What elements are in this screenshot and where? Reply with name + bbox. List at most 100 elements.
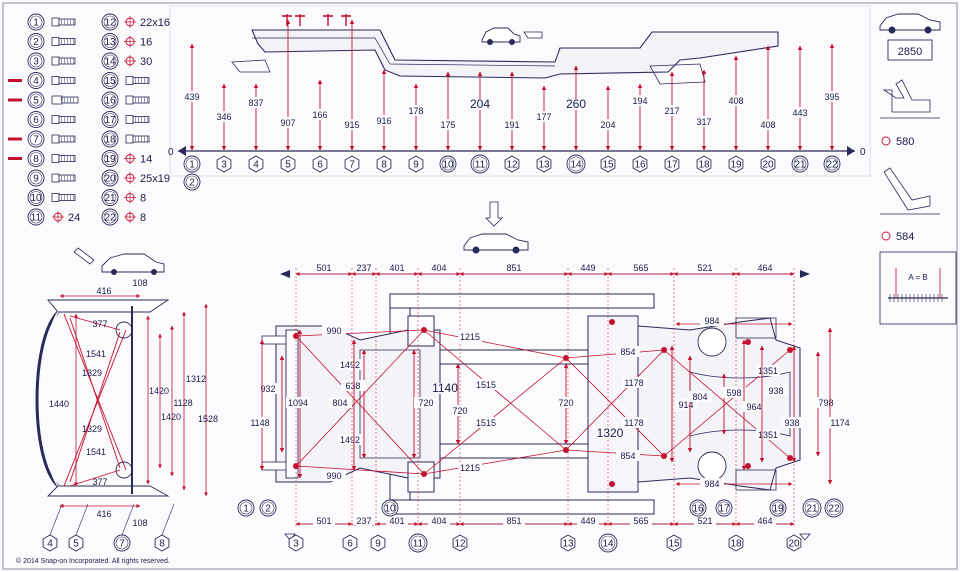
ruler-arrow-br [799,533,811,541]
front-view: 4161084161081440142011281420131215281541… [35,247,218,552]
pointing-hand-icon-3 [485,201,503,227]
bg [338,359,362,370]
side-point-15-label: 15 [602,160,614,171]
side-point-5-label: 5 [285,160,291,171]
target-marker-4 [563,355,569,361]
top-seg-value-0: 501 [316,263,331,273]
side-point-11-ring [470,154,490,174]
side-point-1-inner [185,157,199,171]
legend-symbol-6-thread [69,116,72,123]
height-value-11: 204 [470,97,490,111]
bg [353,262,375,272]
rear-wheel-top [697,327,727,357]
legend-symbol-15-thread [134,77,137,84]
top-value-v938b: 938 [784,418,799,428]
target-marker-2 [421,327,427,333]
side-point-22-label: 22 [826,160,838,171]
top-value-v804b: 804 [692,392,707,402]
legend-item-22-inner [103,210,117,224]
front-point-7-label: 7 [119,539,125,550]
legend-symbol-10-thread [72,194,75,201]
legend-item-11: 11 [27,208,45,226]
ab-ticks [889,294,943,302]
front-bottom-offset-value: 108 [132,518,147,528]
top-point-14: 14 [598,533,618,553]
legend-item-3: 3 [27,52,45,70]
front-377a-line [69,315,121,331]
height-value-13: 177 [536,112,551,122]
bottom-seg-value-2: 401 [389,516,404,526]
legend-flag-8 [8,157,22,160]
height-value-18: 317 [696,117,711,127]
top-value-d990b: 990 [326,471,341,481]
legend-item-4-label: 4 [33,76,39,87]
legend-symbol-10-thread [66,194,69,201]
top-point-18-hex [728,534,744,552]
car-front-icon [73,247,165,275]
sill-top [389,293,655,309]
side-point-17-hex [664,155,680,173]
height-value-7: 915 [344,120,359,130]
diag-1178b [565,349,665,451]
legend-code-20: 25x19 [140,173,170,185]
height-value-9: 178 [408,106,423,116]
target-marker-8 [787,347,793,353]
side-point-21-label: 21 [794,160,806,171]
legend-item-20: 20 [101,169,119,187]
legend-symbol-4-thread [60,77,63,84]
legend-symbol-15-thread [140,77,143,84]
side-point-6: 6 [312,155,328,173]
top-value-d1178a: 1178 [624,378,643,388]
bottom-seg-value-5: 449 [580,516,595,526]
legend-item-7-ring [27,130,45,148]
legend-symbol-2-thread [66,38,69,45]
top-value-v964: 964 [746,402,761,412]
legend-item-17: 17 [101,111,119,128]
legend-symbol-9-thread [69,174,72,182]
bg [828,417,852,428]
side-point-21-inner [793,157,807,171]
side-point-18: 18 [696,155,712,173]
legend-item-11-inner [29,210,43,224]
legend-item-10-label: 10 [30,193,42,204]
height-bg-8 [373,115,395,126]
height-value-10: 175 [440,120,455,130]
legend-code-21: 8 [140,193,146,205]
target-marker-9 [787,455,793,461]
legend-item-6-ring [27,111,45,128]
target-marker-0 [293,333,299,339]
side-point-17: 17 [664,155,680,173]
legend-item-13-ring [101,33,119,50]
legend-item-5-label: 5 [33,96,39,107]
legend-item-2: 2 [27,33,45,50]
bg [688,391,712,402]
front-mount-bottom [115,461,133,479]
top-value-v638: 638 [345,381,360,391]
side-point-9-hex [408,155,424,173]
legend-symbol-20 [124,172,136,184]
top-point-18-label: 18 [730,539,742,550]
legend-symbol-18 [125,134,150,144]
legend-code-14: 30 [140,56,152,68]
legend-symbol-17-thread [134,116,137,123]
diag-854a [565,349,665,359]
legend-symbol-6 [51,115,76,124]
ab-equation: A = B [908,273,927,282]
bg [458,331,482,342]
datum-zero-right: 0 [860,147,866,158]
legend-item-2-label: 2 [33,37,39,48]
height-value-15: 204 [600,120,615,130]
top-point-22-ring [824,498,844,518]
bg [630,262,652,272]
front-subframe [275,325,441,483]
side-point-3: 3 [216,155,232,173]
top-value-d1320: 1320 [597,426,624,440]
legend-symbol-1-thread [60,18,63,26]
side-point-20-hex [760,155,776,173]
front-d1329b-value: 1329 [82,424,102,434]
top-value-d1492a: 1492 [340,360,360,370]
legend-item-18-ring [101,130,119,148]
legend-item-3-inner [29,54,43,68]
top-point-11-label: 11 [413,539,424,550]
